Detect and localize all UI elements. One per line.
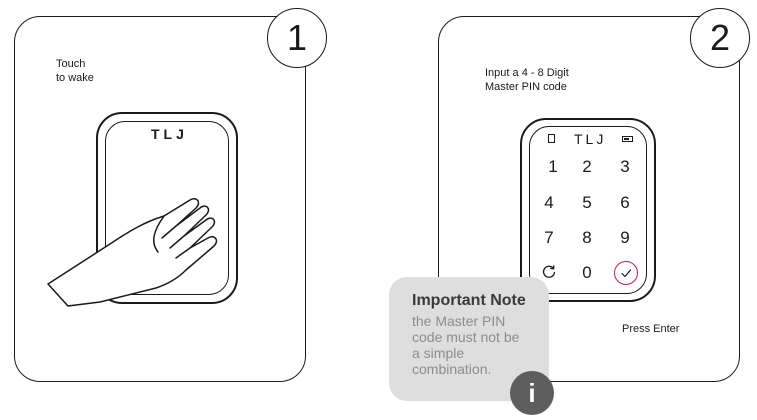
keypad-key-4[interactable]: 4 (544, 193, 554, 212)
keypad-key-5[interactable]: 5 (582, 193, 592, 212)
cycle-icon[interactable] (540, 263, 558, 281)
keypad-key-8[interactable]: 8 (582, 228, 592, 247)
battery-icon (622, 136, 633, 142)
door-icon (548, 134, 555, 143)
step-1-number: 1 (267, 8, 327, 68)
keypad-key-7[interactable]: 7 (544, 228, 554, 247)
step-2-instruction: Input a 4 - 8 Digit Master PIN code (485, 67, 569, 93)
lock-2-frame (520, 118, 656, 302)
hand-icon (47, 197, 218, 307)
step-2-number: 2 (690, 8, 750, 68)
keypad-key-2[interactable]: 2 (582, 157, 592, 176)
keypad-key-6[interactable]: 6 (620, 193, 630, 212)
keypad-key-0[interactable]: 0 (582, 263, 592, 282)
keypad-key-1[interactable]: 1 (548, 157, 558, 176)
info-icon: i (510, 371, 554, 415)
check-icon (621, 269, 632, 278)
keypad-key-3[interactable]: 3 (620, 157, 630, 176)
keypad-key-9[interactable]: 9 (620, 228, 630, 247)
lock-2-brand: TLJ (574, 131, 607, 147)
step-2-footer: Press Enter (622, 323, 680, 335)
note-title: Important Note (412, 292, 526, 309)
lock-1-brand: TLJ (151, 126, 188, 142)
note-body: the Master PIN code must not be a simple… (412, 313, 520, 377)
step-1-instruction: Touch to wake (56, 58, 94, 84)
enter-button[interactable] (614, 261, 638, 285)
lock-1-frame (96, 112, 238, 304)
